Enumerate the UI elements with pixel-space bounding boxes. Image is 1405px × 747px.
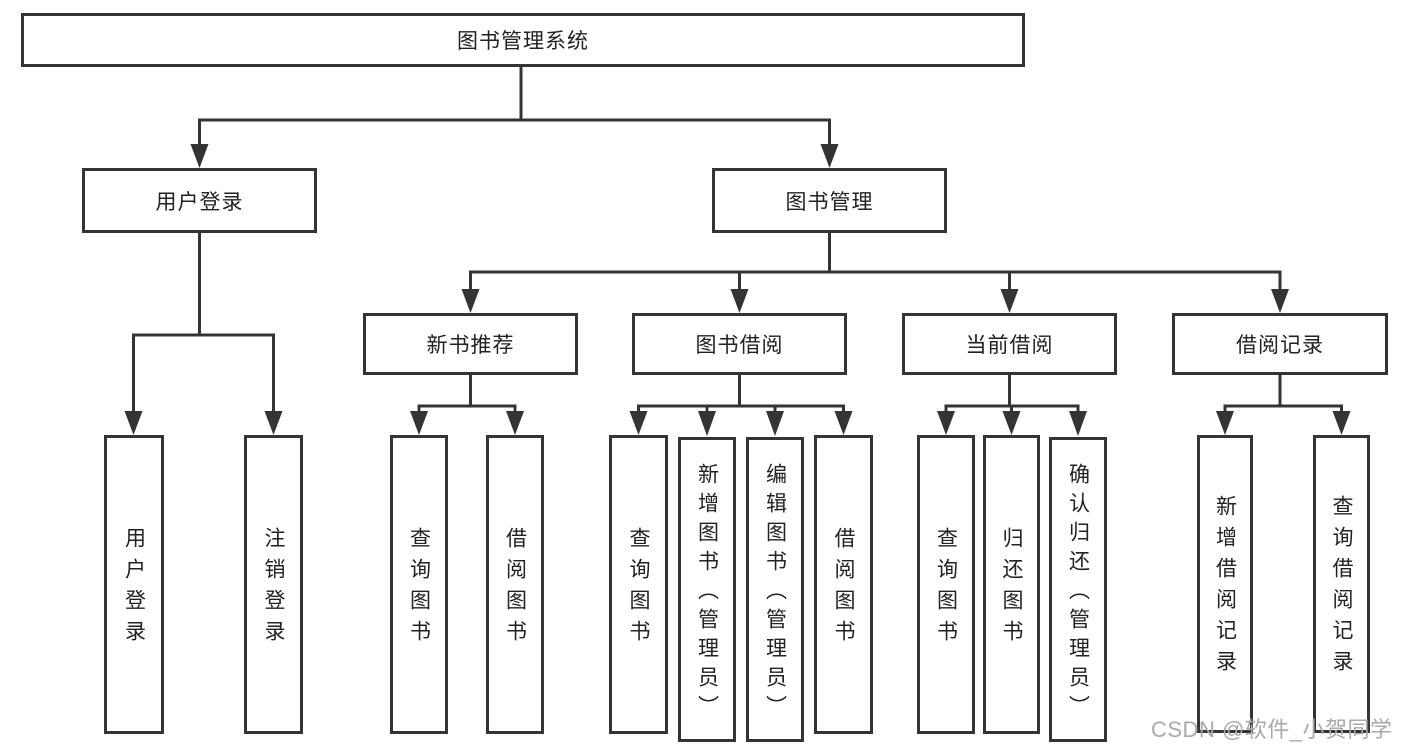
node-user-login: 用户登录 <box>82 168 317 233</box>
node-borrowing-records: 借阅记录 <box>1172 313 1388 375</box>
node-user-login-label: 用户登录 <box>155 190 244 214</box>
node-book-management-label: 图书管理 <box>785 190 874 214</box>
node-root-label: 图书管理系统 <box>457 30 589 53</box>
node-new-book-recommend: 新书推荐 <box>363 313 578 375</box>
leaf-nb-borrow-books-label: 借阅图书 <box>503 526 527 651</box>
leaf-br-query-borrow-record-label: 查询借阅记录 <box>1330 495 1353 681</box>
node-book-borrowing-label: 图书借阅 <box>695 334 784 357</box>
leaf-br-query-borrow-record: 查询借阅记录 <box>1313 435 1370 733</box>
leaf-user-login-label: 用户登录 <box>122 526 146 651</box>
leaf-bb-borrow-books: 借阅图书 <box>814 435 873 734</box>
leaf-bb-edit-books-admin: 编辑图书（管理员） <box>746 437 804 742</box>
leaf-bb-edit-books-admin-label: 编辑图书（管理员） <box>763 463 787 724</box>
node-new-book-recommend-label: 新书推荐 <box>426 334 515 357</box>
leaf-cb-return-books-label: 归还图书 <box>1000 526 1023 651</box>
leaf-bb-borrow-books-label: 借阅图书 <box>832 526 855 651</box>
leaf-cb-confirm-return-admin: 确认归还（管理员） <box>1049 437 1107 742</box>
node-root: 图书管理系统 <box>21 13 1025 67</box>
leaf-cb-query-books: 查询图书 <box>917 435 975 734</box>
leaf-bb-add-books-admin: 新增图书（管理员） <box>678 437 736 742</box>
leaf-nb-borrow-books: 借阅图书 <box>486 435 544 734</box>
node-book-borrowing: 图书借阅 <box>632 313 847 375</box>
leaf-cb-confirm-return-admin-label: 确认归还（管理员） <box>1066 463 1090 724</box>
leaf-logout-login: 注销登录 <box>244 435 303 734</box>
leaf-cb-query-books-label: 查询图书 <box>934 526 958 651</box>
leaf-user-login: 用户登录 <box>104 435 164 734</box>
watermark: CSDN @软件_小贺同学 <box>1151 717 1393 742</box>
leaf-bb-query-books-label: 查询图书 <box>627 526 650 651</box>
leaf-bb-add-books-admin-label: 新增图书（管理员） <box>695 463 719 724</box>
node-borrowing-records-label: 借阅记录 <box>1236 334 1324 357</box>
leaf-br-add-borrow-record: 新增借阅记录 <box>1197 435 1253 733</box>
node-current-borrowing: 当前借阅 <box>902 313 1117 375</box>
leaf-logout-login-label: 注销登录 <box>262 526 285 651</box>
leaf-nb-query-books-label: 查询图书 <box>407 526 431 651</box>
leaf-nb-query-books: 查询图书 <box>390 435 448 734</box>
leaf-cb-return-books: 归还图书 <box>983 435 1040 734</box>
node-book-management: 图书管理 <box>712 168 947 233</box>
leaf-br-add-borrow-record-label: 新增借阅记录 <box>1213 495 1237 681</box>
leaf-bb-query-books: 查询图书 <box>609 435 668 734</box>
node-current-borrowing-label: 当前借阅 <box>965 334 1054 357</box>
